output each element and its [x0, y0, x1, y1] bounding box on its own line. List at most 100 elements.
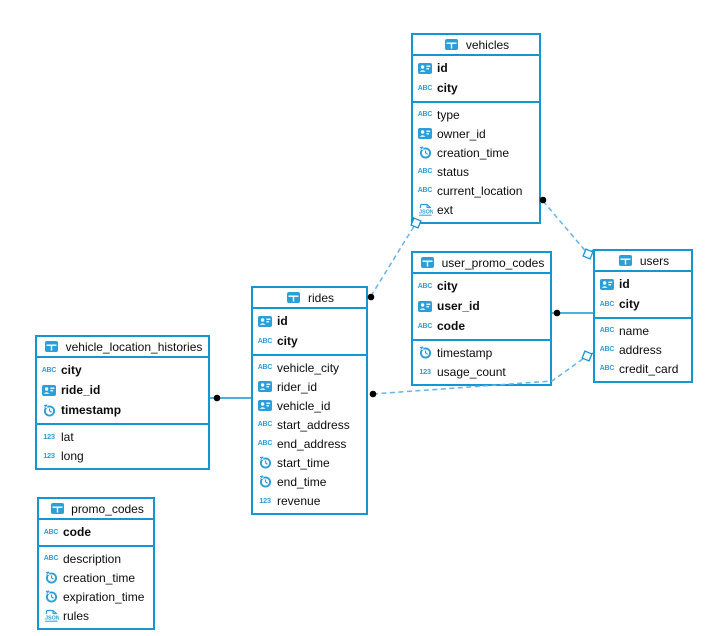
table-title: user_promo_codes — [441, 255, 545, 270]
table-header[interactable]: rides — [253, 288, 366, 309]
column-name: city — [277, 334, 298, 348]
text-type-icon: ABC — [256, 338, 274, 345]
column-row-timestamp[interactable]: timestamp — [37, 400, 208, 420]
column-name: long — [61, 448, 84, 463]
text-type-icon: ABC — [598, 327, 616, 334]
column-row-ride_id[interactable]: ride_id — [37, 380, 208, 400]
column-name: lat — [61, 429, 74, 444]
table-header[interactable]: users — [595, 251, 691, 272]
text-type-icon: ABC — [416, 168, 434, 175]
num-icon-label: 123 — [43, 432, 55, 441]
column-row-vehicle_id[interactable]: vehicle_id — [253, 396, 366, 415]
abc-icon-label: ABC — [599, 346, 615, 353]
column-row-timestamp[interactable]: timestamp — [413, 343, 550, 362]
relation-user_promo_codes-users[interactable] — [552, 309, 593, 317]
column-row-user_id[interactable]: user_id — [413, 296, 550, 316]
table-header[interactable]: user_promo_codes — [413, 253, 550, 274]
clock-icon — [40, 403, 58, 417]
table-header[interactable]: vehicle_location_histories — [37, 337, 208, 358]
column-row-expiration_time[interactable]: expiration_time — [39, 587, 153, 606]
table-header[interactable]: promo_codes — [39, 499, 153, 520]
relation-vehicles-users[interactable] — [539, 196, 594, 260]
column-row-owner_id[interactable]: owner_id — [413, 124, 539, 143]
text-type-icon: ABC — [598, 365, 616, 372]
json-type-icon: JSON — [42, 609, 60, 622]
table-header[interactable]: vehicles — [413, 35, 539, 56]
column-row-id[interactable]: id — [595, 274, 691, 294]
abc-icon-label: ABC — [417, 322, 433, 330]
column-name: vehicle_city — [277, 360, 340, 375]
relation-vehicle_location_histories-rides[interactable] — [210, 394, 251, 402]
text-type-icon: ABC — [256, 421, 274, 428]
column-row-id[interactable]: id — [413, 58, 539, 78]
relation-square-marker — [581, 350, 593, 362]
relation-line[interactable] — [542, 200, 589, 255]
abc-icon-label: ABC — [257, 337, 273, 345]
relation-line[interactable] — [370, 222, 417, 297]
id-badge-icon — [256, 400, 274, 411]
clock-icon — [42, 571, 60, 584]
id-badge-icon — [416, 128, 434, 139]
column-row-lat[interactable]: 123 lat — [37, 427, 208, 446]
column-name: code — [437, 319, 466, 333]
column-name: city — [437, 279, 458, 293]
column-name: status — [437, 164, 470, 179]
column-name: id — [277, 314, 288, 328]
abc-icon-label: ABC — [257, 421, 273, 428]
column-name: id — [437, 61, 448, 75]
abc-icon-label: ABC — [417, 84, 433, 92]
column-name: timestamp — [437, 345, 493, 360]
numeric-type-icon: 123 — [40, 432, 58, 441]
column-name: city — [61, 363, 82, 377]
column-name: start_time — [277, 455, 330, 470]
text-type-icon: ABC — [416, 323, 434, 330]
abc-icon-label: ABC — [599, 300, 615, 308]
relation-dot-marker — [367, 293, 375, 301]
column-row-start_time[interactable]: start_time — [253, 453, 366, 472]
column-row-creation_time[interactable]: creation_time — [39, 568, 153, 587]
column-row-name[interactable]: ABC name — [595, 321, 691, 340]
column-row-rider_id[interactable]: rider_id — [253, 377, 366, 396]
abc-icon-label: ABC — [599, 327, 615, 334]
column-name: credit_card — [619, 361, 679, 376]
column-row-id[interactable]: id — [253, 311, 366, 331]
abc-icon-label: ABC — [417, 187, 433, 194]
relation-dot-marker — [369, 390, 377, 398]
column-row-end_time[interactable]: end_time — [253, 472, 366, 491]
column-name: name — [619, 323, 650, 338]
id-badge-icon — [416, 62, 434, 74]
column-row-creation_time[interactable]: creation_time — [413, 143, 539, 162]
